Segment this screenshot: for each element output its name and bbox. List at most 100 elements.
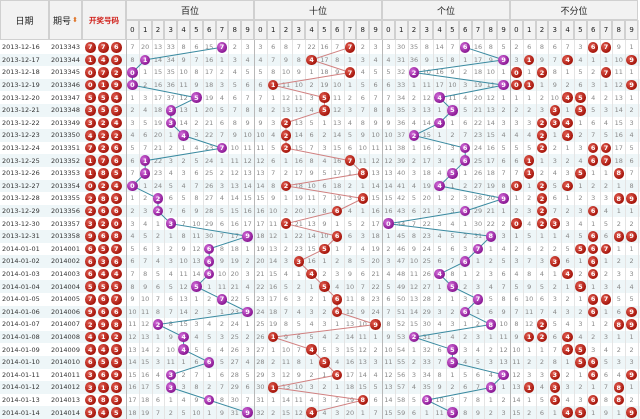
miss-value: 5 (629, 144, 634, 153)
row-background (0, 305, 640, 319)
row-date: 2013-12-31 (2, 232, 40, 241)
miss-value: 4 (475, 345, 481, 354)
miss-value: 14 (192, 270, 201, 279)
miss-value: 4 (258, 55, 263, 64)
miss-value: 6 (347, 144, 353, 153)
miss-value: 8 (373, 106, 378, 115)
miss-value: 4 (194, 144, 199, 153)
miss-value: 2 (322, 131, 327, 140)
hit-ball: 6 (459, 155, 471, 166)
miss-value: 6 (501, 270, 506, 279)
miss-value: 3 (386, 43, 391, 52)
miss-value: 2 (539, 169, 545, 178)
hit-ball: 5 (191, 281, 202, 292)
miss-value: 1 (450, 295, 455, 304)
miss-value: 10 (409, 257, 419, 266)
miss-value: 9 (424, 55, 429, 64)
miss-value: 16 (435, 68, 444, 77)
miss-value: 13 (345, 320, 355, 329)
draw-header-label: 开奖号码 (89, 15, 119, 25)
combined-hit-ball: 8 (613, 193, 625, 204)
issue-header[interactable]: 期号 ⬍ (49, 0, 82, 40)
miss-value: 11 (294, 396, 303, 405)
miss-value: 14 (294, 131, 303, 140)
miss-value: 12 (384, 370, 393, 379)
miss-value: 8 (552, 358, 557, 367)
draw-number-ball: 1 (85, 168, 96, 179)
miss-value: 12 (243, 156, 252, 165)
miss-value: 2 (245, 257, 250, 266)
miss-value: 1 (347, 169, 353, 178)
miss-value: 5 (322, 345, 327, 354)
row-date: 2013-12-26 (2, 169, 40, 178)
miss-value: 10 (141, 295, 150, 304)
miss-value: 10 (192, 408, 201, 417)
miss-value: 2 (463, 282, 468, 291)
miss-value: 9 (347, 270, 353, 279)
miss-value: 4 (488, 370, 493, 379)
miss-value: 15 (512, 408, 521, 417)
miss-value: 1 (501, 68, 506, 77)
row-background (0, 167, 640, 180)
miss-value: 4 (488, 282, 493, 291)
miss-value: 19 (230, 257, 239, 266)
miss-value: 6 (360, 270, 365, 279)
miss-value: 19 (333, 194, 342, 203)
miss-value: 5 (539, 396, 545, 405)
row-date: 2013-12-20 (2, 93, 40, 102)
sort-icon[interactable]: ⬍ (72, 16, 78, 24)
miss-value: 1 (335, 219, 340, 228)
miss-value: 11 (512, 358, 521, 367)
row-issue: 2014001 (51, 244, 80, 253)
miss-value: 4 (411, 383, 417, 392)
miss-value: 1 (309, 68, 314, 77)
miss-value: 2 (603, 320, 609, 329)
combined-hit-ball: 6 (587, 243, 599, 255)
miss-value: 3 (309, 383, 314, 392)
miss-value: 14 (345, 333, 355, 342)
miss-value: 6 (181, 207, 186, 216)
miss-value: 24 (230, 320, 239, 329)
digit-header: 2 (151, 20, 165, 40)
combined-hit-ball: 9 (626, 306, 637, 318)
miss-value: 10 (179, 257, 188, 266)
digit-header: 1 (266, 20, 280, 40)
draw-number-ball: 8 (111, 231, 122, 242)
column-divider (535, 20, 537, 419)
miss-value: 2 (565, 156, 570, 165)
draw-number-ball: 9 (98, 319, 109, 330)
combined-hit-ball: 0 (511, 218, 522, 229)
combined-hit-ball: 3 (549, 394, 561, 406)
miss-value: 28 (230, 370, 239, 379)
miss-value: 3 (130, 118, 135, 127)
section-header: 十位 (254, 0, 382, 20)
miss-value: 5 (591, 106, 596, 115)
miss-value: 2 (514, 244, 519, 253)
miss-value: 10 (614, 55, 623, 64)
miss-value: 2 (245, 333, 250, 342)
draw-number-ball: 9 (111, 79, 122, 91)
miss-value: 4 (335, 358, 340, 367)
miss-value: 3 (181, 383, 186, 392)
miss-value: 13 (512, 383, 521, 392)
miss-value: 7 (194, 370, 199, 379)
miss-value: 19 (320, 81, 329, 90)
miss-value: 2 (603, 181, 609, 190)
miss-value: 18 (294, 181, 303, 190)
column-divider (574, 20, 575, 419)
miss-value: 1 (578, 181, 583, 190)
miss-value: 6 (565, 257, 570, 266)
miss-value: 1 (603, 55, 609, 64)
miss-value: 8 (360, 118, 365, 127)
miss-value: 4 (155, 257, 161, 266)
hit-ball: 0 (127, 180, 138, 192)
miss-value: 2 (411, 358, 417, 367)
miss-value: 14 (179, 118, 188, 127)
miss-value: 1 (527, 396, 532, 405)
miss-value: 6 (232, 93, 237, 102)
miss-value: 4 (514, 131, 519, 140)
miss-value: 2 (181, 370, 186, 379)
miss-value: 17 (243, 219, 252, 228)
miss-value: 5 (578, 232, 583, 241)
miss-value: 6 (463, 118, 468, 127)
